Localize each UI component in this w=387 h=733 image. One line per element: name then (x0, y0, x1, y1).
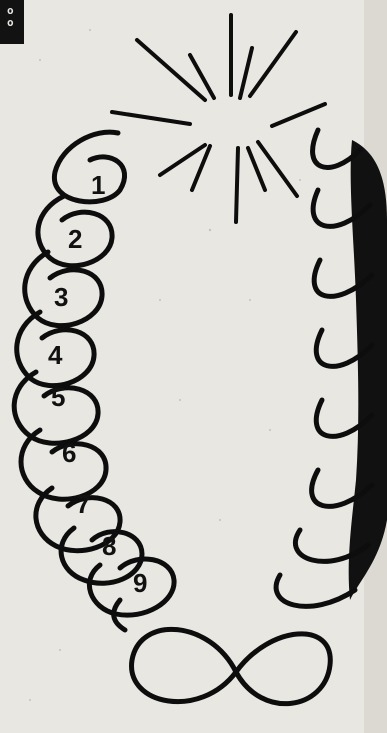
figure-eight-loop (132, 629, 331, 703)
loop-number-7: 7 (76, 489, 90, 519)
left-coil (14, 132, 174, 630)
loop-number-5: 5 (51, 382, 65, 412)
loop-number-2: 2 (68, 224, 82, 254)
loop-number-6: 6 (62, 438, 76, 468)
sun-icon (112, 15, 325, 222)
right-shadow-band (349, 0, 387, 733)
loop-number-4: 4 (48, 340, 63, 370)
loop-number-3: 3 (54, 282, 68, 312)
loop-number-8: 8 (102, 531, 116, 561)
loop-number-1: 1 (91, 170, 105, 200)
corner-tag-line2: o (7, 16, 14, 29)
loop-number-9: 9 (133, 568, 147, 598)
corner-tag: o o (0, 0, 24, 44)
